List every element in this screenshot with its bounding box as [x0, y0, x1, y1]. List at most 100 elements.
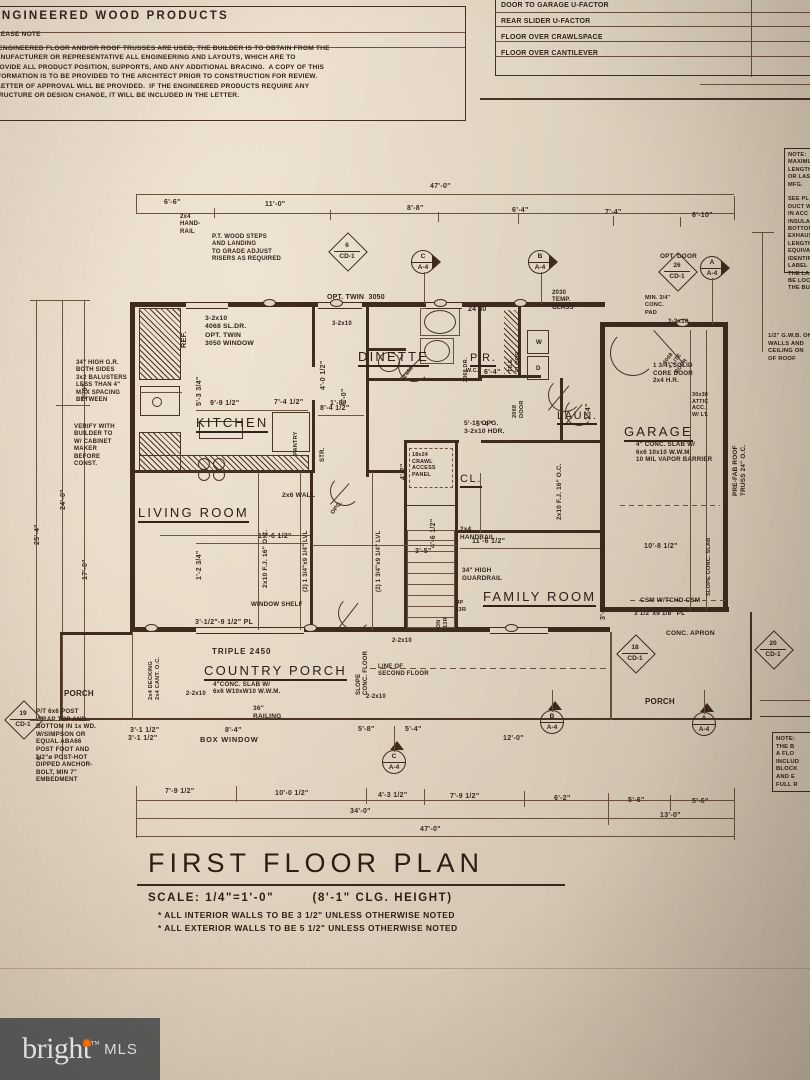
detail-marker-sheet: CD-1 [622, 653, 648, 662]
kitchen-sink [140, 386, 180, 416]
annot-attic-access: 30x30 ATTIC ACC. W/ LT. [692, 392, 709, 418]
wall-kitchen-right [312, 400, 315, 472]
section-marker-b-a4-bottom[interactable]: B A-4 [540, 701, 564, 734]
section-sheet: A-4 [726, 392, 750, 401]
garage-slab-dash [620, 505, 720, 506]
annot-2030-temp-glass: 2030 TEMP. GLASS [552, 290, 574, 311]
annot-2-2x10-garage: 2-2x10 [668, 318, 689, 325]
beam-line [160, 535, 310, 537]
wall-family-top [455, 530, 603, 533]
detail-marker-19-cd1[interactable]: 19 CD-1 [4, 700, 44, 740]
dim-int-a: 4'-2" [400, 463, 407, 480]
room-label-laundry: LAUN. [557, 410, 598, 425]
dim-left-outer [36, 300, 37, 720]
wall-laundry-bottom [481, 440, 601, 443]
dim-int-g: 4'-1" [600, 531, 607, 548]
window-living-triple [196, 627, 304, 634]
dim-bottom-seg: 5'-6" [628, 797, 645, 804]
annot-window-shelf: WINDOW SHELF [251, 601, 303, 608]
dryer [527, 356, 549, 380]
window-marker [145, 624, 158, 632]
joist-line-living [258, 472, 260, 630]
annot-handrail-top: 2x4 HAND- RAIL [180, 214, 201, 235]
detail-marker-sheet: CD-1 [10, 719, 36, 728]
annot-pt-post: P/T 6x6 POST WRAP TOP AND BOTTOM IN 1x W… [36, 708, 97, 784]
section-marker-c-a4-bottom[interactable]: C A-4 [382, 741, 406, 774]
annot-washer: W [536, 339, 543, 346]
section-letter: A [701, 715, 707, 722]
exterior-wall-bottom [130, 627, 610, 632]
annot-lvl-1: (2) 1 3/4"x9 1/4" LVL [303, 530, 309, 592]
right-upper-note: NOTE: MAXIMUM LENGTH OR LAST MFG. SEE PL… [788, 152, 810, 292]
detail-marker-6-cd1[interactable]: 6 CD-1 [328, 232, 368, 272]
annot-verify-builder: VERIFY WITH BUILDER TO W/ CABINET MAKER … [74, 424, 115, 468]
crawl-access-panel [409, 448, 453, 488]
watermark-tm: ™ [90, 1039, 100, 1049]
plan-scale: SCALE: 1/4"=1'-0" (8'-1" CLG. HEIGHT) [148, 892, 453, 904]
section-letter: B [549, 713, 555, 720]
window-marker [514, 299, 527, 307]
garage-slab-note: 4" CONC. SLAB W/ 6x6 10x10 W.W.M. 10 MIL… [636, 441, 713, 464]
annot-3-1-2x9-1-8-pl: 3 1/2"x9 1/8" PL [634, 610, 686, 617]
wall-bath-bottom [424, 378, 482, 381]
dim-int-k: 3'-1 1/2" [128, 735, 158, 742]
annot-2-2x10-porch-r: 2-2x10 [366, 694, 386, 700]
window-kitchen [186, 302, 228, 309]
wall-family-left [455, 530, 458, 630]
door-swing-garage-ext [610, 330, 656, 376]
section-marker-a-a4-bottom[interactable]: A A-4 [692, 703, 716, 736]
dim-int-stair-w: 1'-8" [330, 400, 347, 407]
tile-floor-hatch [504, 310, 518, 374]
annot-conc-pad: MIN. 3/4" CONC. PAD [645, 295, 671, 316]
washer [527, 330, 549, 354]
u-factor-row: REAR SLIDER U-FACTOR [501, 18, 591, 25]
dim-top-seg: 6'-6" [164, 199, 181, 206]
wall-dinette-right [366, 307, 369, 477]
burner [213, 469, 225, 481]
dim-left-outer-text: 25'-4" [34, 524, 41, 545]
wall-laundry-left [518, 307, 521, 377]
section-marker-c-a4-top[interactable]: C A-4 [411, 250, 441, 274]
annot-pantry: PANTRY [293, 431, 299, 455]
section-marker-b-a4-top[interactable]: B A-4 [528, 250, 558, 274]
detail-marker-sheet: CD-1 [664, 271, 690, 280]
annot-3-2x10-dinette: 3-2x10 [332, 321, 352, 327]
window-marker [263, 299, 276, 307]
room-label-closet: CL. [460, 473, 482, 488]
section-marker-a-a4-top[interactable]: A A-4 [700, 256, 730, 280]
u-factor-rows: WINDOW U-FACTOR FRONT DOOR U-FACTOR DOOR… [498, 0, 810, 57]
annot-prefab-roof-truss: PRE-FAB ROOF TRUSS 24" O.C. [732, 444, 748, 496]
dim-int-b: 4'-6 1/2" [430, 518, 437, 548]
dim-bottom-seg-line [136, 800, 734, 801]
room-label-dinette: DINETTE [358, 349, 430, 367]
room-label-garage: GARAGE [624, 424, 693, 442]
truss-line2 [706, 330, 708, 610]
u-factor-row: FLOOR OVER CRAWLSPACE [501, 34, 603, 41]
window-marker [434, 299, 447, 307]
annot-solid-core-door: 1 3/4" SOLID CORE DOOR 2x4 H.R. [653, 362, 693, 385]
watermark-brand: bright™ [22, 1032, 100, 1066]
dim-int-h: 3'-8" [600, 603, 607, 620]
engineered-wood-body: IF ENGINEERED FLOOR AND/OR ROOF TRUSSES … [0, 45, 330, 100]
detail-marker-26-cd1[interactable]: 26 CD-1 [658, 252, 698, 292]
door-swing-front [338, 596, 372, 630]
wall-bath-right [478, 307, 481, 381]
dim-bottom-seg: 6'-2" [554, 795, 571, 802]
wall-stair-left [404, 440, 407, 630]
detail-marker-18-cd1[interactable]: 18 CD-1 [616, 634, 656, 674]
detail-marker-sheet: CD-1 [630, 609, 656, 618]
sheet-border-bottom [0, 968, 810, 970]
detail-marker-20-cd1[interactable]: 20 CD-1 [754, 630, 794, 670]
section-letter: A [726, 383, 750, 390]
annot-triple-2450: TRIPLE 2450 [212, 647, 272, 656]
dim-left-mid [62, 300, 63, 720]
spark-icon [82, 1038, 93, 1048]
plan-title: FIRST FLOOR PLAN [148, 848, 485, 878]
dim-top-seg: 7'-4" [605, 209, 622, 216]
annot-guardrail-34: 34" HIGH G.R. BOTH SIDES 3x2 BALUSTERS L… [76, 360, 127, 404]
annot-36-railing: 36" RAILING [253, 705, 282, 720]
dim-int-porch-r: 5'-8" [358, 726, 375, 733]
section-sheet: A-4 [528, 262, 552, 271]
annot-conc-apron: CONC. APRON [666, 630, 715, 637]
exterior-wall-right [723, 322, 728, 612]
